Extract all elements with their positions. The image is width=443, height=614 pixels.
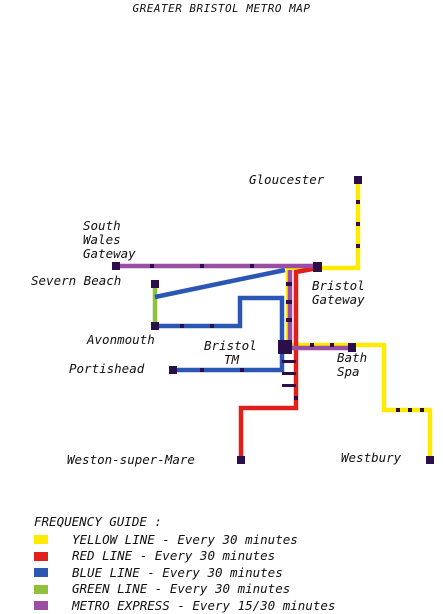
station-label-gloucester: Gloucester xyxy=(249,172,325,187)
stop-tick xyxy=(240,368,244,372)
station-label-bristol-tm-2: TM xyxy=(224,352,240,367)
frequency-guide-title: FREQUENCY GUIDE : xyxy=(34,514,335,531)
stop-tick xyxy=(294,396,298,400)
station-label-bristol-tm-1: Bristol xyxy=(204,338,257,353)
stop-tick xyxy=(310,343,314,347)
stop-tick xyxy=(282,372,296,375)
station-label-portishead: Portishead xyxy=(69,361,145,376)
stop-tick xyxy=(356,244,360,248)
stop-tick xyxy=(286,300,292,304)
legend-item-green: GREEN LINE - Every 30 minutes xyxy=(34,581,335,598)
legend-item-yellow: YELLOW LINE - Every 30 minutes xyxy=(34,532,335,549)
station-marker-westbury[interactable] xyxy=(426,456,434,464)
station-label-severn-beach: Severn Beach xyxy=(31,273,121,288)
blue-line-avonmouth-loop xyxy=(155,298,282,370)
legend-swatch-blue xyxy=(34,568,48,577)
stop-tick xyxy=(330,343,334,347)
stop-tick xyxy=(356,200,360,204)
station-label-westbury: Westbury xyxy=(341,450,402,465)
station-label-south-wales-gateway-3: Gateway xyxy=(83,246,136,261)
stop-tick xyxy=(250,264,254,268)
stop-tick xyxy=(282,384,296,387)
station-label-south-wales-gateway-2: Wales xyxy=(83,232,121,247)
station-marker-weston-super-mare[interactable] xyxy=(237,456,245,464)
legend-swatch-green xyxy=(34,585,48,594)
station-marker-bristol-gateway[interactable] xyxy=(313,262,322,272)
stop-tick xyxy=(210,324,214,328)
legend-item-blue: BLUE LINE - Every 30 minutes xyxy=(34,565,335,582)
legend-label-green: GREEN LINE - Every 30 minutes xyxy=(72,581,290,598)
stop-tick xyxy=(286,282,292,286)
legend-label-red: RED LINE - Every 30 minutes xyxy=(72,548,275,565)
station-marker-bristol-tm[interactable] xyxy=(278,340,292,354)
legend-swatch-metro-express xyxy=(34,601,48,610)
frequency-guide: FREQUENCY GUIDE : YELLOW LINE - Every 30… xyxy=(34,514,335,614)
stop-tick xyxy=(200,264,204,268)
station-label-bath-spa-2: Spa xyxy=(337,364,360,379)
stop-tick xyxy=(200,368,204,372)
station-marker-avonmouth[interactable] xyxy=(151,322,159,330)
station-marker-severn-beach[interactable] xyxy=(151,280,159,288)
station-label-weston-super-mare: Weston-super-Mare xyxy=(67,452,195,467)
stop-tick xyxy=(282,360,296,363)
station-label-south-wales-gateway-1: South xyxy=(83,218,121,233)
station-marker-south-wales-gateway[interactable] xyxy=(112,262,120,270)
station-marker-gloucester[interactable] xyxy=(354,176,362,184)
stop-tick xyxy=(396,408,400,412)
legend-label-blue: BLUE LINE - Every 30 minutes xyxy=(72,565,283,582)
stop-tick xyxy=(408,408,412,412)
blue-line-severn xyxy=(155,270,285,297)
legend-label-yellow: YELLOW LINE - Every 30 minutes xyxy=(72,532,298,549)
legend-item-red: RED LINE - Every 30 minutes xyxy=(34,548,335,565)
legend-swatch-red xyxy=(34,552,48,561)
station-label-bath-spa-1: Bath xyxy=(337,350,367,365)
stop-tick xyxy=(150,264,154,268)
station-label-avonmouth: Avonmouth xyxy=(86,332,155,347)
station-label-bristol-gateway-2: Gateway xyxy=(312,292,365,307)
stop-tick xyxy=(356,222,360,226)
station-marker-portishead[interactable] xyxy=(169,366,177,374)
stop-tick xyxy=(180,324,184,328)
station-label-bristol-gateway-1: Bristol xyxy=(312,278,365,293)
stop-tick xyxy=(286,318,292,322)
stop-tick xyxy=(420,408,424,412)
legend-swatch-yellow xyxy=(34,535,48,544)
